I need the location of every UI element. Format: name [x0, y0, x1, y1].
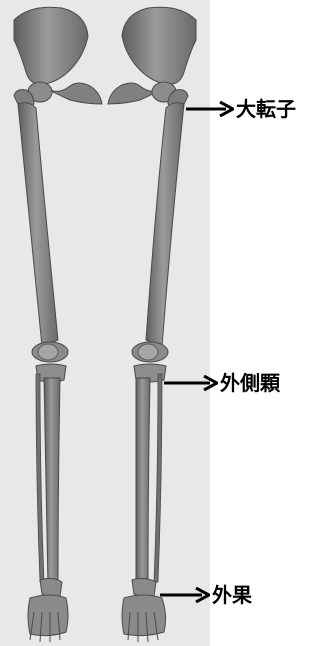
left-tibia: [44, 378, 60, 586]
right-ankle: [132, 578, 156, 596]
right-arrow-icon: [186, 101, 234, 117]
right-arrow-icon: [160, 587, 210, 603]
callout-lateral-malleolus: 外果: [160, 585, 252, 605]
callout-lateral-condyle: 外側顆: [164, 373, 280, 393]
leg-skeleton-illustration: [0, 0, 210, 646]
right-leg: [108, 7, 196, 642]
left-patella: [38, 344, 58, 360]
label-lateral-malleolus: 外果: [212, 585, 252, 605]
left-femur: [18, 103, 58, 346]
label-lateral-condyle: 外側顆: [220, 373, 280, 393]
left-fibula: [36, 374, 44, 582]
left-ankle: [40, 578, 62, 596]
left-leg: [14, 7, 102, 642]
right-ilium: [122, 7, 196, 84]
left-ilium: [14, 7, 88, 84]
right-arrow-icon: [164, 375, 218, 391]
label-greater-trochanter: 大転子: [236, 99, 296, 119]
right-fibula: [154, 374, 162, 582]
right-tibia: [136, 378, 150, 586]
callout-greater-trochanter: 大転子: [186, 99, 296, 119]
right-patella: [138, 344, 158, 360]
right-femur: [146, 103, 184, 346]
